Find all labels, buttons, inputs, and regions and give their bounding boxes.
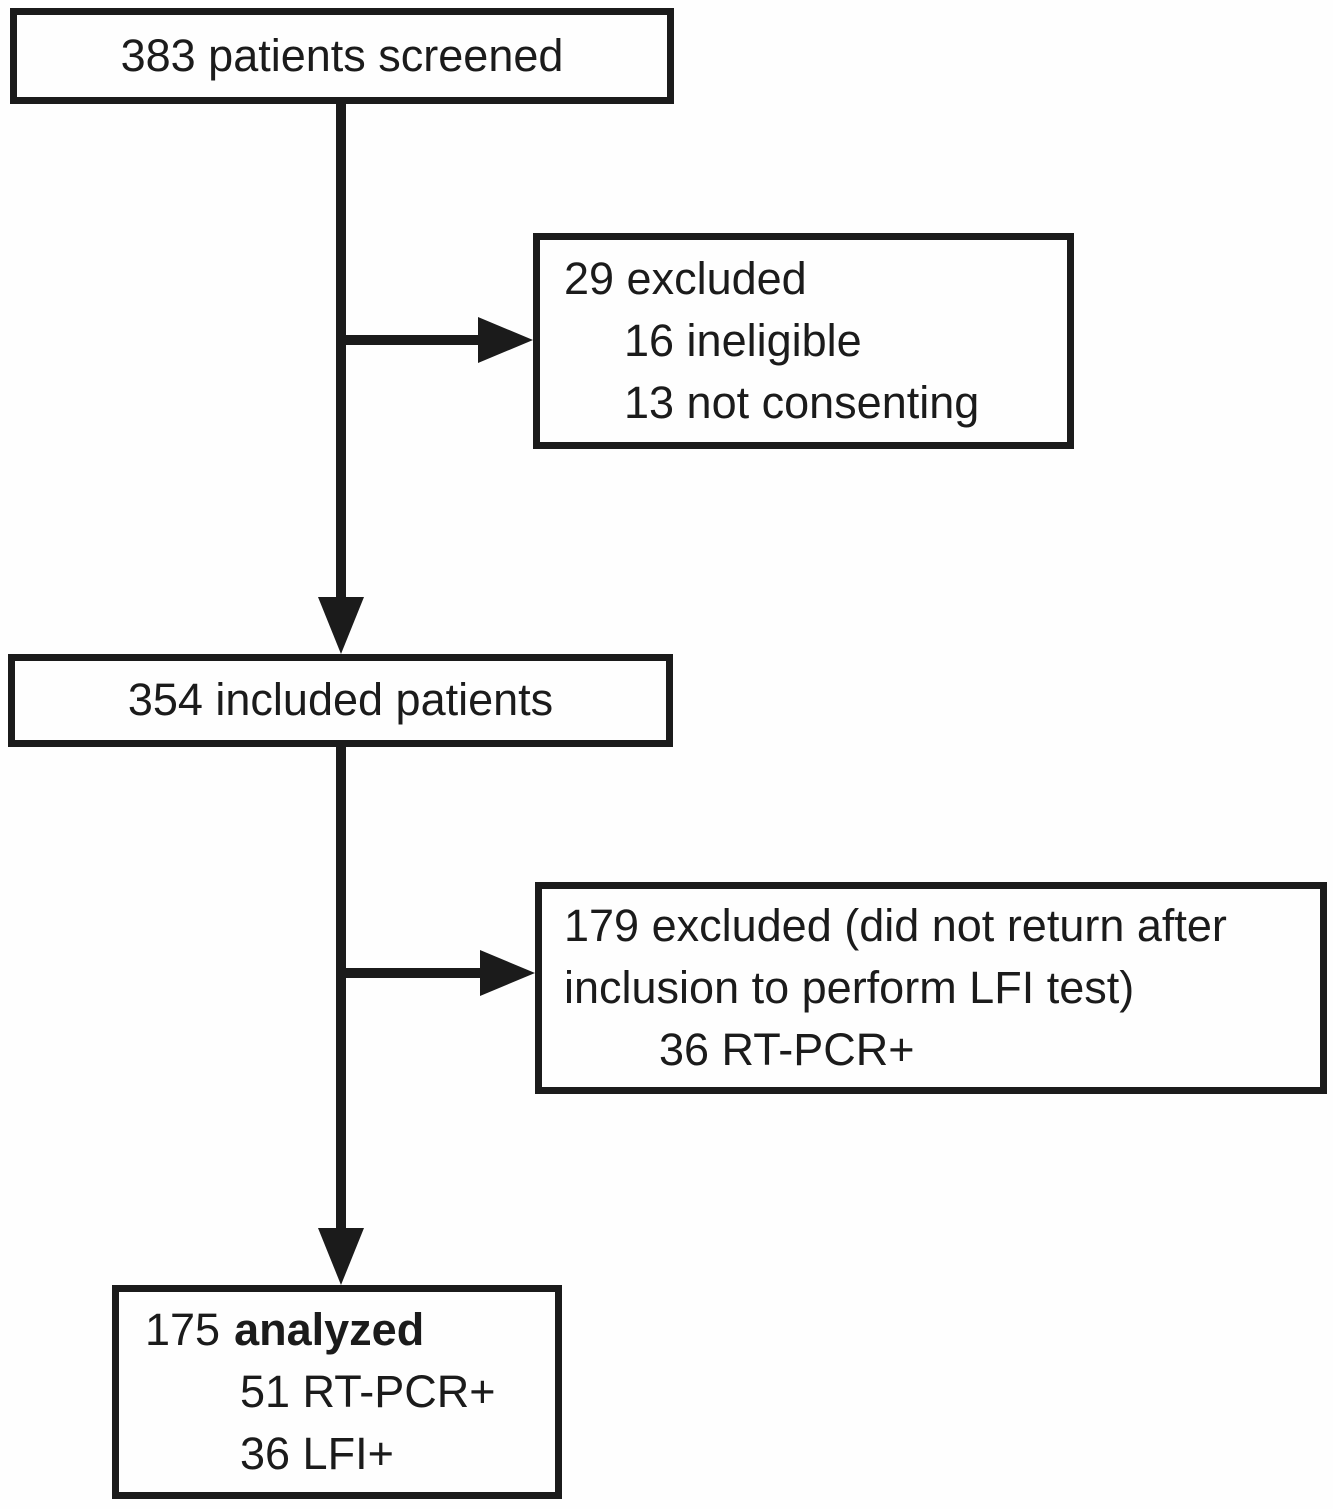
analyzed-count: 175 — [145, 1303, 221, 1355]
connector-branch-line-2 — [338, 968, 484, 978]
arrow-right-icon — [478, 317, 533, 363]
excluded-screening-title: 29 excluded — [564, 252, 807, 304]
flow-node-screened: 383 patients screened — [10, 8, 674, 104]
excluded-screening-item: 13 not consenting — [624, 377, 980, 429]
analyzed-item: 36 LFI+ — [240, 1428, 394, 1480]
excluded-followup-title-line2: inclusion to perform LFI test) — [564, 961, 1135, 1013]
arrow-down-icon — [318, 1228, 364, 1285]
connector-branch-line-1 — [338, 335, 486, 345]
flow-node-excluded-screening: 29 excluded 16 ineligible 13 not consent… — [533, 233, 1074, 449]
arrow-down-icon — [318, 597, 364, 654]
excluded-screening-item: 16 ineligible — [624, 314, 862, 366]
excluded-followup-title-line1: 179 excluded (did not return after — [564, 899, 1227, 951]
connector-vertical-line-1 — [336, 100, 346, 605]
analyzed-item: 51 RT-PCR+ — [240, 1365, 496, 1417]
analyzed-label: analyzed — [234, 1303, 425, 1355]
connector-vertical-line-2 — [336, 744, 346, 1236]
arrow-right-icon — [480, 950, 535, 996]
node-included-label: 354 included patients — [127, 674, 554, 726]
node-screened-label: 383 patients screened — [120, 29, 564, 81]
flow-node-included: 354 included patients — [8, 654, 673, 747]
excluded-followup-item: 36 RT-PCR+ — [659, 1024, 915, 1076]
flow-node-excluded-followup: 179 excluded (did not return after inclu… — [535, 882, 1327, 1094]
